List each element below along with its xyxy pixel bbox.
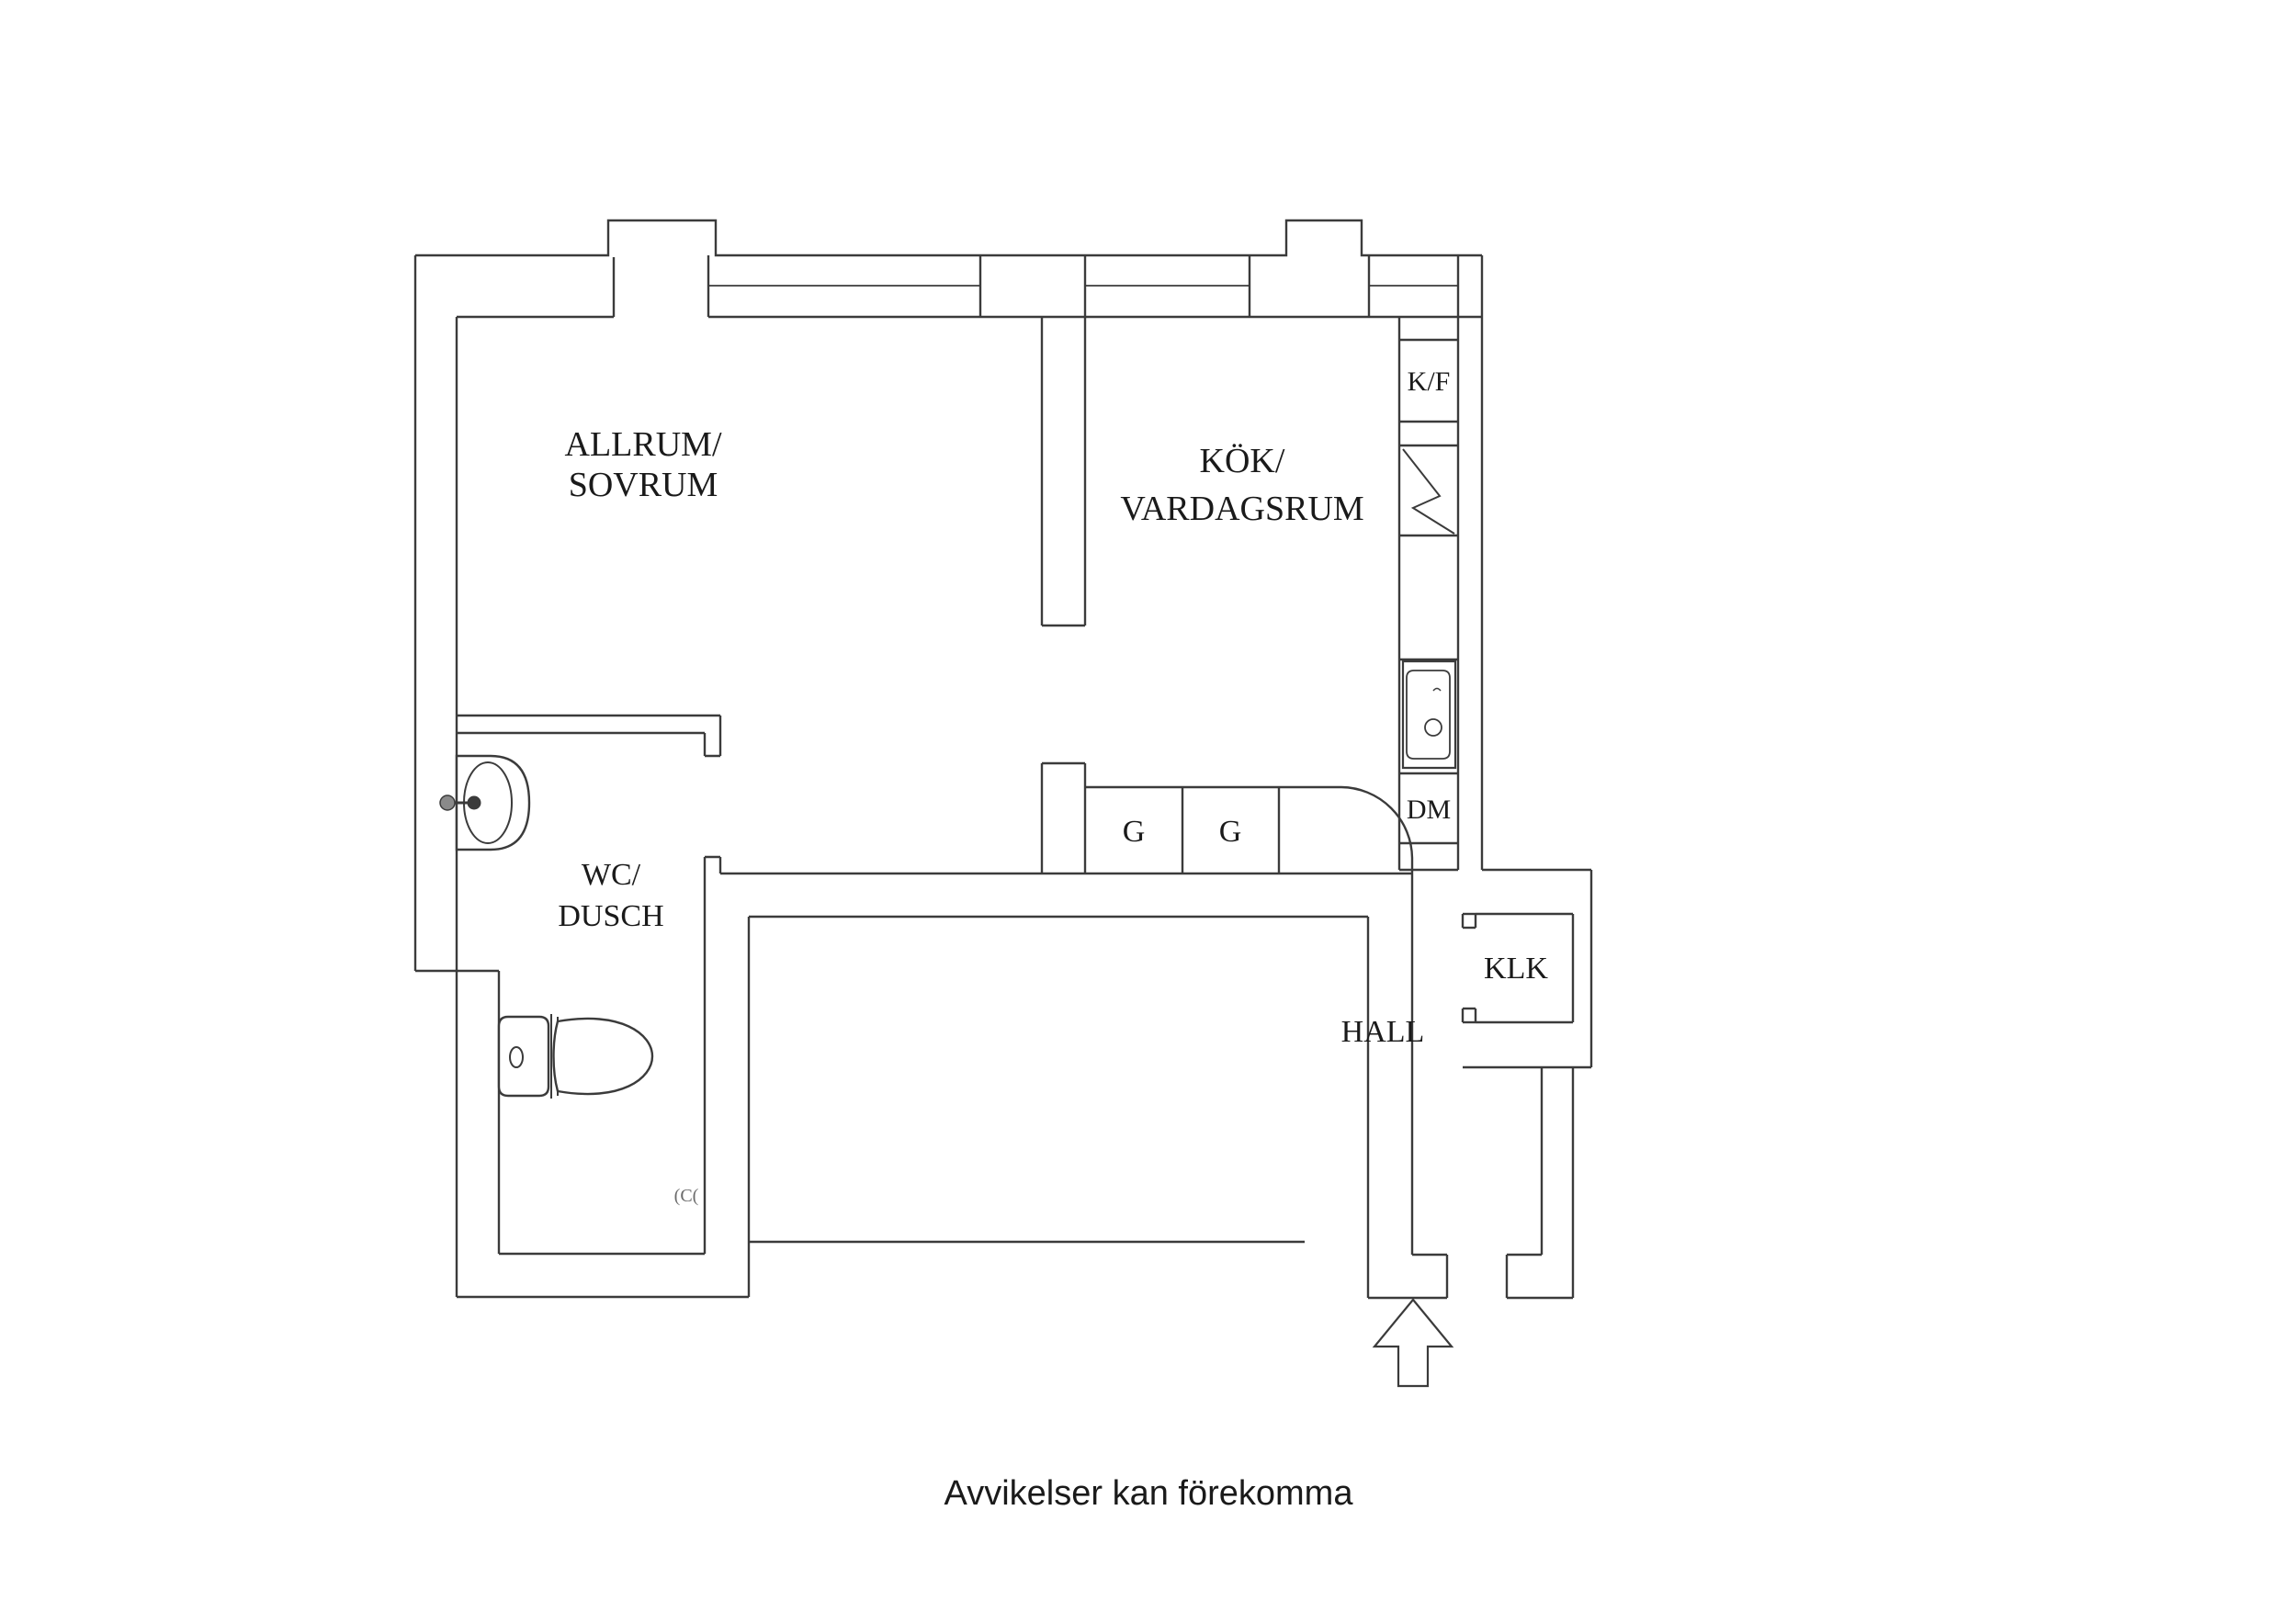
cabinet-label-g1: G: [1123, 815, 1146, 849]
room-label-klk: KLK: [1484, 952, 1548, 986]
appliance-label-kf: K/F: [1408, 366, 1451, 397]
kitchen-sink-outer-icon: [1401, 659, 1457, 770]
kitchen-sink-inner-icon: [1406, 670, 1451, 760]
entrance-arrow-icon: [1372, 1298, 1454, 1388]
toilet-tank-icon: [497, 1015, 550, 1098]
kitchen-sink-drain-icon: [1424, 718, 1442, 737]
bath-sink-body-icon: [455, 754, 531, 851]
kitchen-sink-tap-icon: [1432, 687, 1442, 692]
entrance-arrow-layer: [1372, 1298, 1454, 1388]
outer-top-wall-with-chimneys: [415, 219, 1482, 257]
wardrobe-end-arc: [1340, 785, 1414, 859]
room-label-allrum-line1: ALLRUM/: [565, 425, 722, 464]
disclaimer-text: Avvikelser kan förekomma: [944, 1474, 1354, 1513]
room-label-wc-line2: DUSCH: [558, 899, 663, 933]
room-label-hall: HALL: [1341, 1015, 1425, 1049]
walls-layer: [413, 219, 1593, 1300]
bath-faucet-dot-left-icon: [439, 795, 456, 811]
fixtures-layer: [439, 448, 1457, 1099]
appliance-label-dm: DM: [1407, 795, 1451, 825]
toilet-button-icon: [509, 1046, 524, 1068]
toilet-bowl-icon: [552, 1017, 654, 1096]
room-label-kok-line1: KÖK/: [1200, 442, 1285, 480]
room-label-wc-line1: WC/: [582, 858, 641, 892]
labels-layer: ALLRUM/SOVRUM KÖK/VARDAGSRUM WC/DUSCH G G K/F…: [558, 366, 1548, 1513]
room-label-allrum-line2: SOVRUM: [569, 466, 718, 504]
room-label-kok-line2: VARDAGSRUM: [1120, 490, 1363, 528]
copyright-mark: (C(: [674, 1186, 699, 1206]
stove-zigzag-icon: [1402, 448, 1455, 535]
cabinet-label-g2: G: [1219, 815, 1242, 849]
bath-sink-basin-icon: [463, 761, 513, 844]
bath-faucet-dot-right-icon: [467, 795, 481, 810]
